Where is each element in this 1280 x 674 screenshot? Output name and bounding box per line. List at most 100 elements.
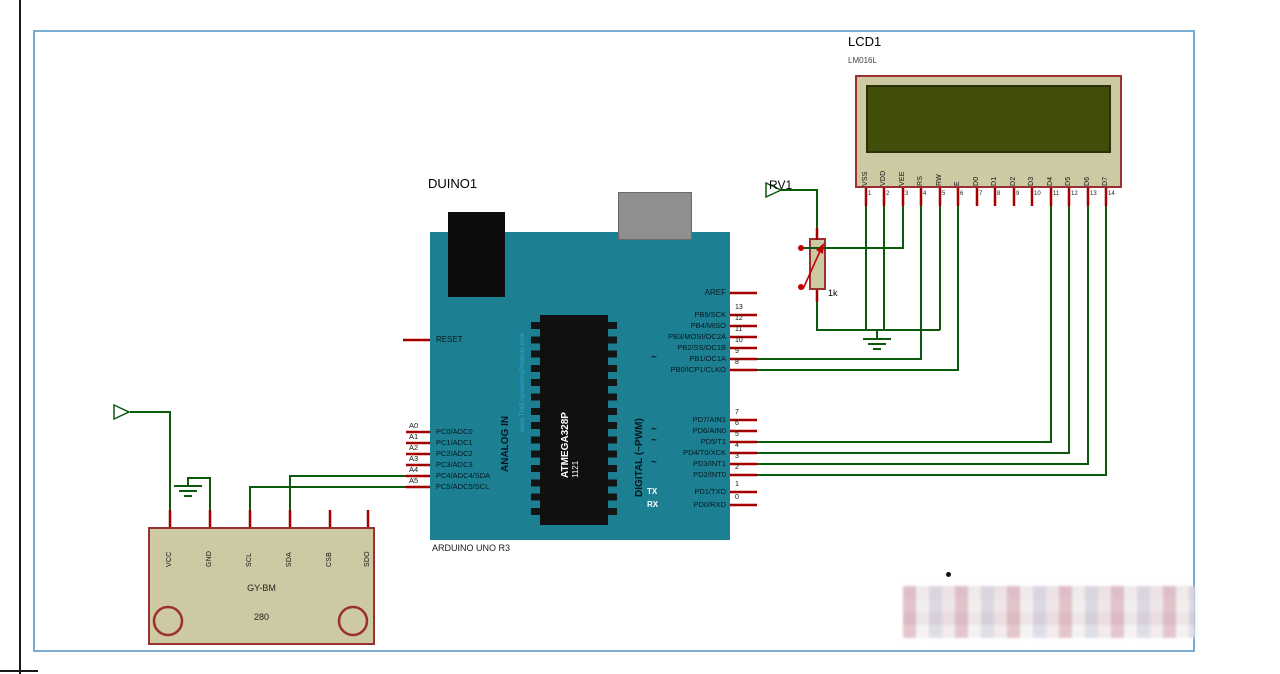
lcd-part-name: LM016L xyxy=(848,56,877,65)
pwm-tilde-icon: ~ xyxy=(651,435,657,446)
arduino-usb-connector xyxy=(618,192,692,240)
lcd-pin-label: D7 xyxy=(1102,176,1109,186)
arduino-pin-number: 11 xyxy=(735,326,743,333)
lcd-pin-number: 14 xyxy=(1108,191,1115,197)
lcd-pin-number: 5 xyxy=(942,191,946,197)
lcd-pin-number: 11 xyxy=(1053,191,1060,197)
lcd-pin-label: RS xyxy=(917,175,924,186)
arduino-analog-outer-label: A0 xyxy=(409,421,419,430)
arduino-left-pin-stubs xyxy=(403,338,430,489)
arduino-pin-number: 7 xyxy=(735,409,739,416)
sensor-pin-label: CSB xyxy=(326,552,333,567)
arduino-pin-label: PD1/TXD xyxy=(694,487,726,496)
arduino-pin-label: PD5/T1 xyxy=(700,437,726,446)
lcd-pin-label: D1 xyxy=(991,176,998,186)
arduino-analog-inner-label: PC2/ADC2 xyxy=(436,449,473,458)
power-terminal-icon[interactable] xyxy=(113,403,131,421)
arduino-pin-label: PD3/INT1 xyxy=(693,459,726,468)
arduino-analog-outer-label: A2 xyxy=(409,443,419,452)
arduino-pin-number: 3 xyxy=(735,453,739,460)
arduino-pin-number: 9 xyxy=(735,348,739,355)
pwm-tilde-icon: ~ xyxy=(651,352,657,363)
wire-lcd-e-to-pin8[interactable] xyxy=(757,205,959,371)
wire-lcd-rs-to-pin9[interactable] xyxy=(757,205,922,360)
arduino-pin-number: 10 xyxy=(735,337,743,344)
sensor-body[interactable] xyxy=(148,527,375,645)
sensor-pin-label: SCL xyxy=(246,552,253,567)
ground-symbol-sensor xyxy=(174,485,202,497)
sensor-name: GY-BM xyxy=(247,583,276,593)
arduino-power-jack xyxy=(448,212,505,297)
watermark-mosaic xyxy=(903,586,1195,638)
lcd-pin-number: 12 xyxy=(1071,191,1078,197)
arduino-pin-number: 1 xyxy=(735,481,739,488)
pot-designator: RV1 xyxy=(769,178,793,192)
sensor-pin-label: SDA xyxy=(286,552,293,567)
lcd-pin-label: D5 xyxy=(1065,176,1072,186)
arduino-pin-label: PB2/SS/OC1B xyxy=(677,343,726,352)
wire-sensor-gnd[interactable] xyxy=(187,477,211,510)
arduino-analog-inner-label: PC3/ADC3 xyxy=(436,460,473,469)
lcd-pin-number: 13 xyxy=(1090,191,1097,197)
arduino-analog-outer-label: A5 xyxy=(409,476,419,485)
ground-symbol-lcd xyxy=(863,338,891,350)
arduino-analog-outer-label: A4 xyxy=(409,465,419,474)
chip-legs-right xyxy=(608,322,617,519)
lcd-pin-number: 2 xyxy=(886,191,890,197)
wire-lcd-d6-to-pin3[interactable] xyxy=(757,205,1089,465)
arduino-right-pin-stubs xyxy=(730,291,757,507)
pwm-tilde-icon: ~ xyxy=(651,457,657,468)
arduino-pin-number: 0 xyxy=(735,494,739,501)
sensor-model: 280 xyxy=(253,612,270,622)
wire-lcd-d4-to-pin5[interactable] xyxy=(757,205,1052,443)
lcd-pin-number: 7 xyxy=(979,191,983,197)
rx-label: RX xyxy=(647,500,659,509)
arduino-pin-number: 2 xyxy=(735,464,739,471)
lcd-pin-label: D0 xyxy=(973,176,980,186)
wire-sensor-scl-to-a5[interactable] xyxy=(249,486,406,510)
arduino-part-name: ARDUINO UNO R3 xyxy=(432,543,511,553)
tx-label: TX xyxy=(647,487,658,496)
arduino-pin-label: PD6/AIN0 xyxy=(692,426,726,435)
wire-lcd-vee-to-wiper[interactable] xyxy=(803,205,904,249)
wire-power-to-vcc[interactable] xyxy=(130,411,171,510)
chip-legs-left xyxy=(531,322,540,519)
arduino-mcu-chip xyxy=(540,315,608,525)
sensor-mounting-holes xyxy=(152,605,369,637)
power-terminal-icon[interactable] xyxy=(765,181,783,199)
wire-lcd-d7-to-pin2[interactable] xyxy=(757,205,1107,476)
lcd-pin-label: D4 xyxy=(1047,176,1054,186)
arduino-pin-label: PB1/OC1A xyxy=(689,354,726,363)
lcd-pin-label: RW xyxy=(936,174,943,186)
arduino-pin-number: 12 xyxy=(735,315,743,322)
sensor-pin-label: SDO xyxy=(364,551,371,567)
pot-wiper-details xyxy=(798,243,824,290)
arduino-analog-inner-label: PC4/ADC4/SDA xyxy=(436,471,491,480)
lcd-pin-label: E xyxy=(954,181,961,186)
lcd-pin-number: 3 xyxy=(905,191,909,197)
sheet-frame xyxy=(33,30,1195,652)
wire-lcd-d5-to-pin4[interactable] xyxy=(757,205,1070,454)
arduino-analog-inner-label: PC0/ADC0 xyxy=(436,427,473,436)
arduino-analog-inner-label: PC5/ADC5/SCL xyxy=(436,482,490,491)
wire-sensor-sda-to-a4[interactable] xyxy=(289,475,406,510)
lcd-pin-stubs xyxy=(864,188,1108,206)
sensor-pin-label: GND xyxy=(206,550,213,567)
sensor-pin-stubs xyxy=(168,510,370,527)
arduino-pin-number: 8 xyxy=(735,359,739,366)
wire-pot-to-ground-bus[interactable] xyxy=(816,290,940,331)
pot-arrow-head xyxy=(816,243,824,254)
page-edge-line xyxy=(19,0,21,674)
arduino-analog-outer-label: A1 xyxy=(409,432,419,441)
pwm-tilde-icon: ~ xyxy=(651,424,657,435)
lcd-designator: LCD1 xyxy=(848,34,882,49)
wire-power-to-pot[interactable] xyxy=(781,189,818,240)
arduino-designator: DUINO1 xyxy=(428,176,478,191)
arduino-pin-label: PD7/AIN1 xyxy=(692,415,726,424)
lcd-pin-label: D3 xyxy=(1028,176,1035,186)
arduino-pin-label: PB5/SCK xyxy=(694,310,726,319)
arduino-analog-inner-label: PC1/ADC1 xyxy=(436,438,473,447)
arduino-pin-label: PD4/T0/XCK xyxy=(683,448,726,457)
